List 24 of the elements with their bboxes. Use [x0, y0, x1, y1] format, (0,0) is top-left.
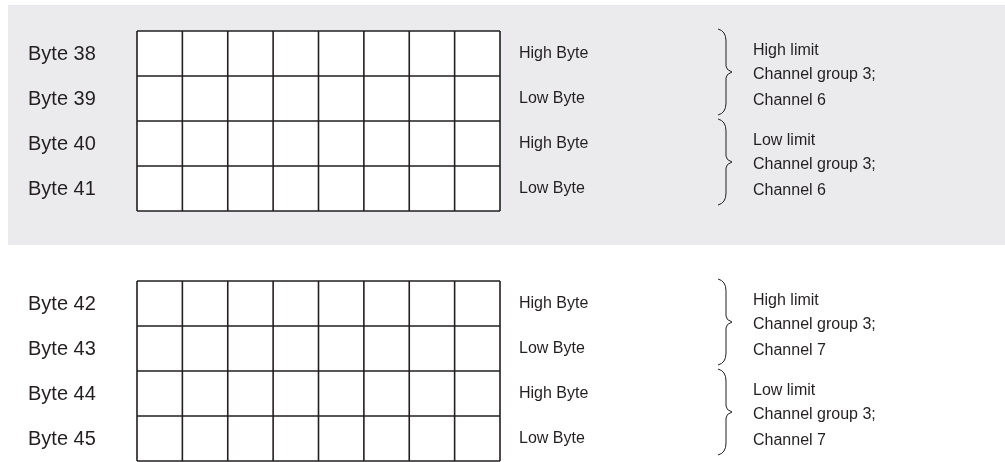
- limit-label: High limit: [753, 40, 819, 60]
- byte-order-label: High Byte: [519, 293, 589, 313]
- byte-label: Byte 44: [28, 381, 96, 405]
- limit-label: Low limit: [753, 130, 816, 150]
- channel-label: Channel group 3; Channel 6: [753, 64, 877, 110]
- byte-label: Byte 45: [28, 426, 96, 450]
- channel-label: Channel group 3; Channel 7: [753, 314, 877, 360]
- byte-order-label: Low Byte: [519, 88, 585, 108]
- byte-label: Byte 43: [28, 336, 96, 360]
- limit-label: Low limit: [753, 380, 816, 400]
- byte-label: Byte 41: [28, 176, 96, 200]
- byte-order-label: Low Byte: [519, 428, 585, 448]
- byte-order-label: Low Byte: [519, 178, 585, 198]
- byte-order-label: High Byte: [519, 43, 589, 63]
- byte-label: Byte 38: [28, 41, 96, 65]
- byte-order-label: High Byte: [519, 133, 589, 153]
- byte-order-label: High Byte: [519, 383, 589, 403]
- limit-label: High limit: [753, 290, 819, 310]
- byte-label: Byte 39: [28, 86, 96, 110]
- byte-label: Byte 42: [28, 291, 96, 315]
- channel-label: Channel group 3; Channel 7: [753, 404, 877, 450]
- byte-label: Byte 40: [28, 131, 96, 155]
- byte-order-label: Low Byte: [519, 338, 585, 358]
- channel-label: Channel group 3; Channel 6: [753, 154, 877, 200]
